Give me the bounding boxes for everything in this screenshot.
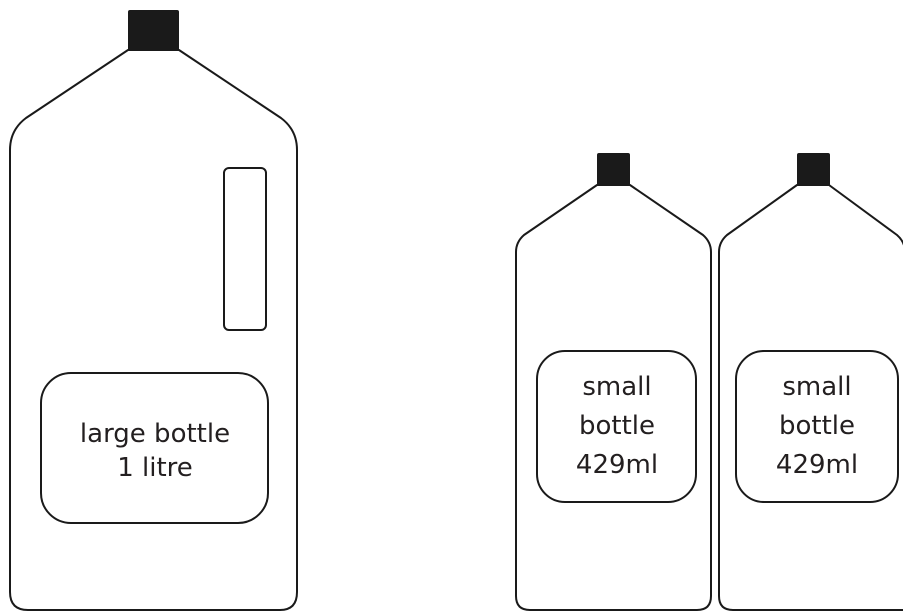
small-bottle-1: small bottle 429ml bbox=[516, 153, 711, 610]
small-bottle-2: small bottle 429ml bbox=[719, 153, 903, 610]
large-bottle: large bottle 1 litre bbox=[10, 10, 297, 610]
small-bottle-1-label-line3: 429ml bbox=[576, 450, 658, 480]
small-bottle-1-cap bbox=[597, 153, 630, 186]
small-bottle-2-label-line3: 429ml bbox=[776, 450, 858, 480]
large-bottle-cap bbox=[128, 10, 179, 51]
small-bottle-1-label-line2: bottle bbox=[579, 411, 655, 441]
large-bottle-window bbox=[224, 168, 266, 330]
large-bottle-label-line1: large bottle bbox=[80, 419, 230, 449]
small-bottle-2-label-line1: small bbox=[782, 372, 851, 402]
small-bottle-2-label-line2: bottle bbox=[779, 411, 855, 441]
small-bottle-2-cap bbox=[797, 153, 830, 186]
small-bottle-1-label-line1: small bbox=[582, 372, 651, 402]
large-bottle-label-line2: 1 litre bbox=[117, 453, 193, 483]
